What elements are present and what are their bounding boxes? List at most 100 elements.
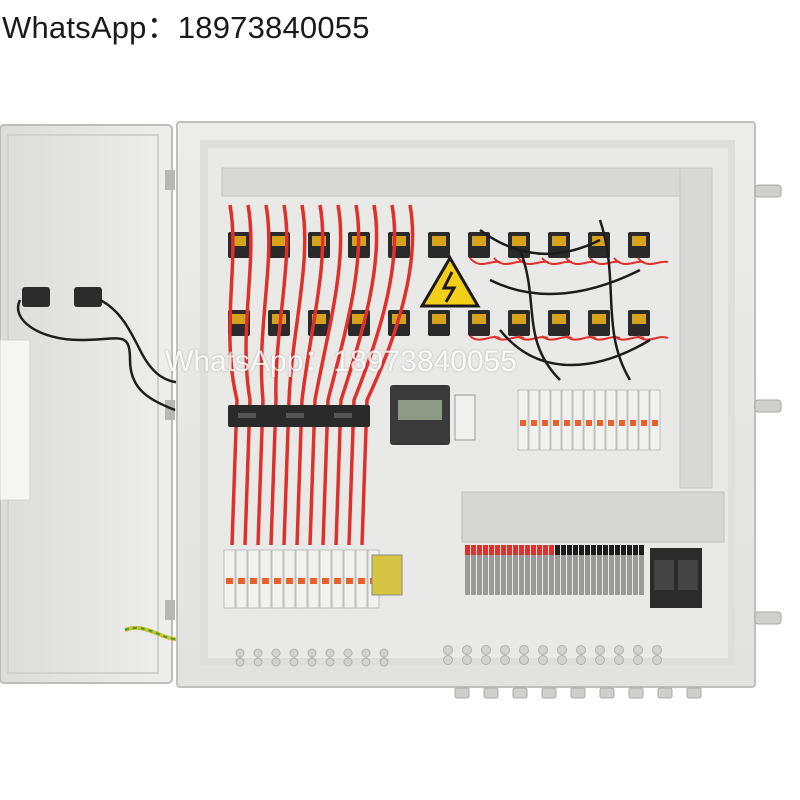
gland	[599, 687, 615, 699]
gland	[343, 657, 353, 667]
monitor-module	[390, 385, 476, 445]
breaker	[572, 389, 584, 451]
terminal-block	[531, 545, 536, 595]
gland	[628, 687, 644, 699]
lower-cable-duct	[461, 491, 725, 543]
gland	[686, 687, 702, 699]
fuse-holder	[268, 232, 290, 258]
gland	[289, 657, 299, 667]
terminal-block	[633, 545, 638, 595]
gland	[289, 648, 299, 658]
terminal-block	[537, 545, 542, 595]
gland	[614, 655, 624, 665]
gland	[361, 648, 371, 658]
gland	[657, 687, 673, 699]
breaker	[616, 389, 628, 451]
gland	[557, 655, 567, 665]
terminal-blocks	[465, 545, 644, 595]
breaker	[583, 389, 595, 451]
breaker	[295, 549, 308, 609]
breaker	[627, 389, 639, 451]
gland	[541, 687, 557, 699]
whatsapp-caption: WhatsApp：18973840055	[2, 10, 370, 45]
breaker	[247, 549, 260, 609]
gland	[443, 655, 453, 665]
gland	[235, 657, 245, 667]
gland	[462, 655, 472, 665]
gland	[595, 645, 605, 655]
breaker-bank-lower	[223, 549, 403, 609]
terminal-block	[465, 545, 470, 595]
fuse-holder	[228, 310, 250, 336]
gland	[538, 655, 548, 665]
fuse-holder	[508, 232, 530, 258]
breaker	[638, 389, 650, 451]
terminal-block	[573, 545, 578, 595]
terminal-block	[525, 545, 530, 595]
gland	[595, 655, 605, 665]
gland	[614, 645, 624, 655]
breaker-bank-upper	[517, 389, 661, 451]
fuse-holder	[468, 232, 490, 258]
fuse-holder	[548, 310, 570, 336]
warning-triangle-icon	[419, 255, 481, 308]
breaker	[605, 389, 617, 451]
fuse-holder	[508, 310, 530, 336]
breaker	[223, 549, 236, 609]
breaker	[319, 549, 332, 609]
breaker	[561, 389, 573, 451]
terminal-block	[495, 545, 500, 595]
cable-glands	[235, 645, 702, 699]
gland	[343, 648, 353, 658]
gland	[379, 657, 389, 667]
gland	[570, 687, 586, 699]
gland	[538, 645, 548, 655]
gland	[512, 687, 528, 699]
gland	[325, 648, 335, 658]
terminal-block	[603, 545, 608, 595]
gland	[519, 645, 529, 655]
breaker	[307, 549, 320, 609]
gland	[652, 655, 662, 665]
gland	[557, 645, 567, 655]
fuse-holder	[588, 310, 610, 336]
terminal-block	[579, 545, 584, 595]
breaker	[528, 389, 540, 451]
terminal-block	[549, 545, 554, 595]
gland	[253, 648, 263, 658]
fuse-holder	[388, 232, 410, 258]
terminal-block	[567, 545, 572, 595]
gland	[307, 648, 317, 658]
breaker	[343, 549, 356, 609]
fuse-holder	[628, 232, 650, 258]
breaker	[331, 549, 344, 609]
terminal-block	[585, 545, 590, 595]
terminal-block	[513, 545, 518, 595]
gland	[633, 645, 643, 655]
terminal-block	[501, 545, 506, 595]
breaker	[283, 549, 296, 609]
whatsapp-watermark: WhatsApp：18973840055	[165, 345, 517, 378]
terminal-block	[615, 545, 620, 595]
fuse-holder	[428, 232, 450, 258]
gland	[271, 648, 281, 658]
breaker	[517, 389, 529, 451]
gland	[481, 645, 491, 655]
gland	[379, 648, 389, 658]
gland	[500, 655, 510, 665]
terminal-block	[489, 545, 494, 595]
busbar	[228, 405, 370, 427]
gland	[462, 645, 472, 655]
gland	[271, 657, 281, 667]
fuse-holder	[428, 310, 450, 336]
fuse-holder	[468, 310, 490, 336]
breaker	[259, 549, 272, 609]
breaker	[550, 389, 562, 451]
surge-protector	[650, 548, 702, 608]
gland	[519, 655, 529, 665]
terminal-block	[621, 545, 626, 595]
gland	[454, 687, 470, 699]
red-wires	[228, 204, 669, 546]
gland	[633, 655, 643, 665]
gland	[576, 655, 586, 665]
